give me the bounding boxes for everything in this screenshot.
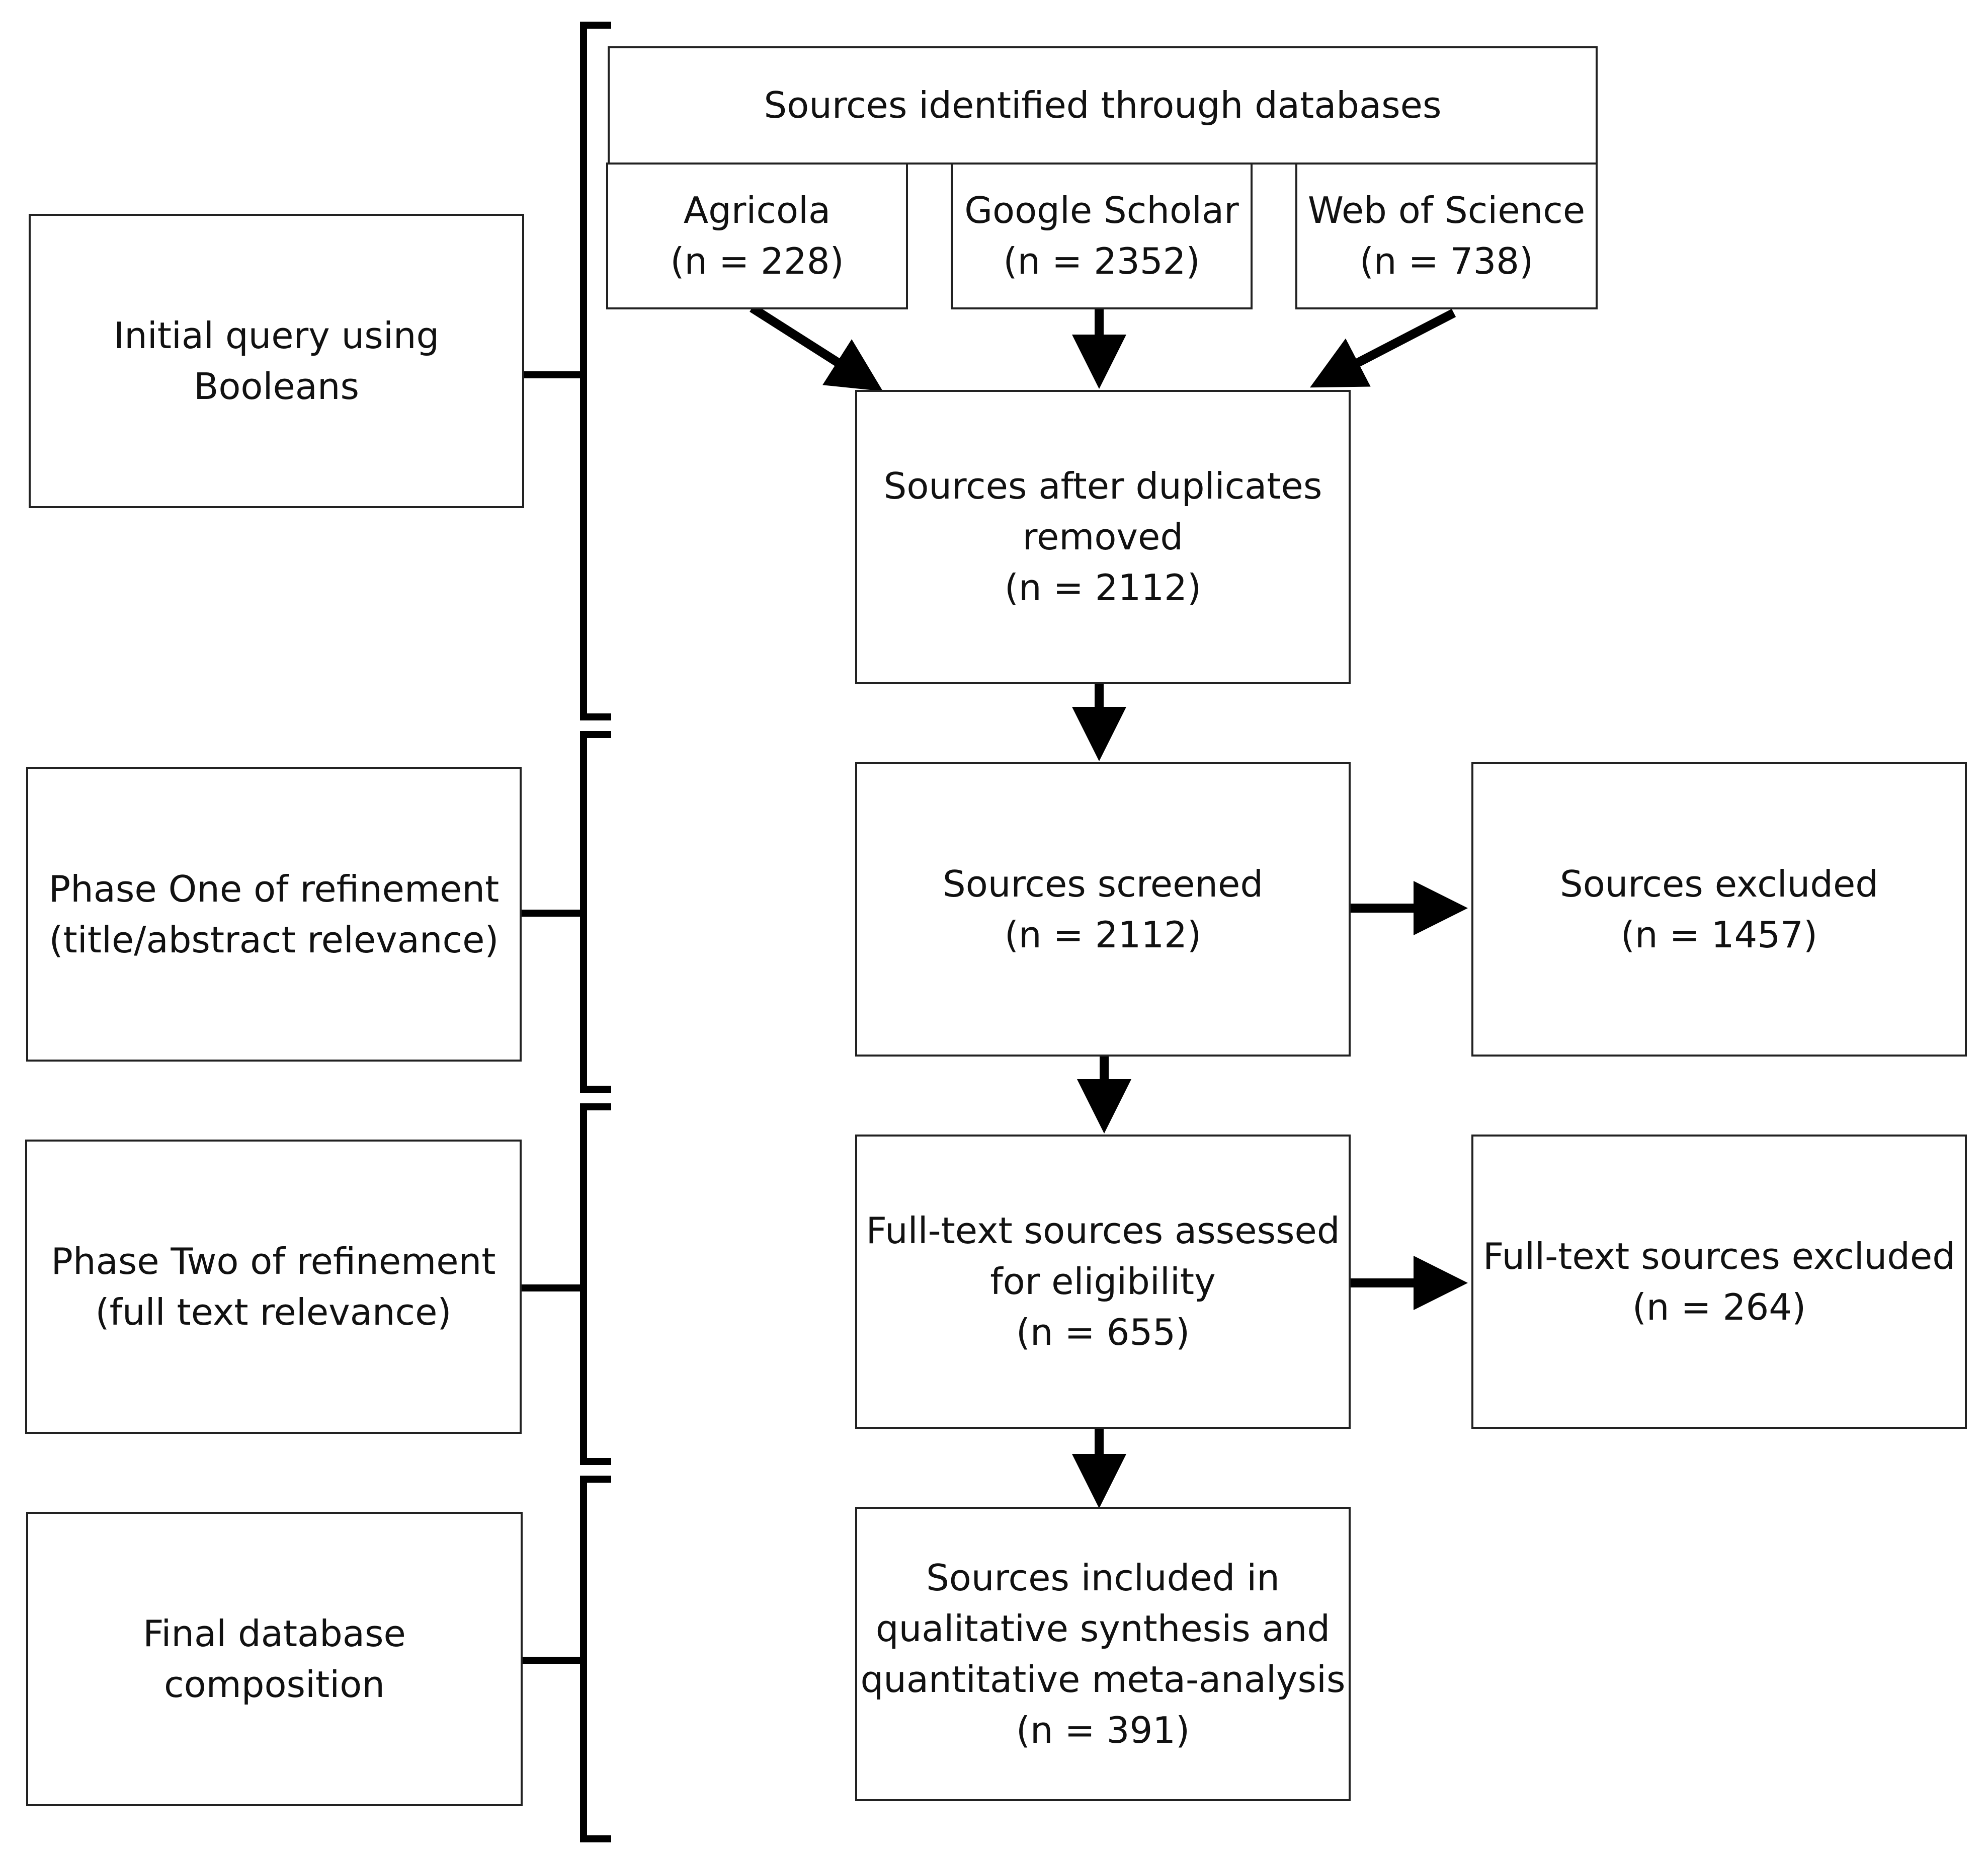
flow-label-line: Full-text sources assessed (866, 1209, 1340, 1252)
flow-label-line: Sources included in (926, 1556, 1280, 1599)
database-name: Web of Science (1307, 189, 1586, 231)
database-name: Agricola (683, 189, 831, 231)
database-count: (n = 2352) (1003, 240, 1200, 282)
database-box-agricola: Agricola (n = 228) (606, 163, 908, 309)
flow-label-line: Sources after duplicates (883, 465, 1322, 507)
bracket-phase-one (521, 731, 611, 1093)
bracket-phase-two (521, 1103, 611, 1465)
phase-label-line: Phase One of refinement (48, 867, 500, 910)
bracket-final (521, 1476, 611, 1842)
flow-label-line: (n = 1457) (1620, 913, 1818, 956)
phase-label-line: Final database (143, 1612, 406, 1655)
database-box-web-of-science: Web of Science (n = 738) (1295, 163, 1598, 309)
database-name: Google Scholar (964, 189, 1239, 231)
databases-header-label: Sources identified through databases (764, 84, 1442, 126)
phase-box-phase-one: Phase One of refinement (title/abstract … (26, 767, 522, 1062)
flow-label-line: for eligibility (990, 1260, 1216, 1303)
database-box-google-scholar: Google Scholar (n = 2352) (951, 163, 1253, 309)
phase-box-phase-two: Phase Two of refinement (full text relev… (25, 1140, 522, 1434)
database-count: (n = 228) (670, 240, 844, 282)
phase-label-line: Booleans (193, 365, 360, 408)
flow-label-line: Full-text sources excluded (1483, 1235, 1955, 1277)
flow-label-line: Sources screened (942, 862, 1264, 905)
screened-box: Sources screened (n = 2112) (855, 762, 1351, 1057)
phase-label-line: Initial query using (113, 314, 440, 357)
full-text-excluded-box: Full-text sources excluded (n = 264) (1471, 1135, 1967, 1429)
flow-label-line: (n = 2112) (1004, 567, 1202, 609)
arrow-web-of-science-to-duplicates (1310, 309, 1456, 388)
duplicates-removed-box: Sources after duplicates removed (n = 21… (855, 390, 1351, 684)
phase-label-line: composition (164, 1663, 385, 1706)
phase-label-line: Phase Two of refinement (51, 1240, 496, 1282)
phase-label-line: (title/abstract relevance) (49, 918, 499, 961)
arrow-agricola-to-duplicates (750, 304, 883, 391)
flow-label-line: (n = 391) (1016, 1709, 1190, 1751)
included-box: Sources included in qualitative synthesi… (855, 1507, 1351, 1801)
phase-box-final: Final database composition (26, 1512, 523, 1806)
flow-label-line: (n = 655) (1016, 1311, 1190, 1353)
flow-label-line: (n = 264) (1632, 1285, 1806, 1328)
excluded-box: Sources excluded (n = 1457) (1471, 762, 1967, 1057)
phase-label-line: (full text relevance) (95, 1290, 452, 1333)
phase-box-initial-query: Initial query using Booleans (29, 214, 524, 508)
flow-label-line: removed (1022, 516, 1184, 558)
flow-label-line: Sources excluded (1560, 862, 1878, 905)
full-text-assessed-box: Full-text sources assessed for eligibili… (855, 1135, 1351, 1429)
flow-label-line: (n = 2112) (1004, 913, 1202, 956)
flow-label-line: quantitative meta-analysis (860, 1658, 1346, 1701)
flow-label-line: qualitative synthesis and (875, 1607, 1331, 1650)
bracket-initial-query (521, 22, 611, 720)
database-count: (n = 738) (1359, 240, 1534, 282)
databases-header-box: Sources identified through databases (608, 46, 1598, 165)
